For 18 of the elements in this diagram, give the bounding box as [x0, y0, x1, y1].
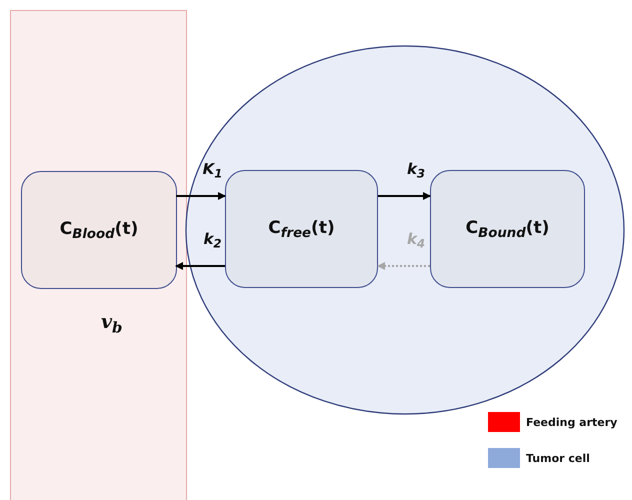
arrow — [377, 262, 430, 270]
arrow — [176, 192, 226, 200]
arrow — [175, 262, 225, 270]
legend-label: Feeding artery — [526, 416, 618, 428]
arrow — [378, 192, 431, 200]
rate-constant-label: K$_{1}$ — [202, 160, 222, 180]
volume-label: v$_{b}$ — [101, 311, 122, 336]
rate-constant-label: k$_{4}$ — [406, 230, 426, 250]
compartment-box — [21, 171, 177, 289]
feeding-artery-band — [10, 10, 187, 500]
compartment-label: C$_{Bound}$(t) — [466, 218, 550, 240]
rate-constant-label: k$_{2}$ — [203, 230, 222, 250]
compartment-box — [225, 170, 378, 288]
rate-constant-label: k$_{3}$ — [406, 160, 426, 180]
compartment-box — [430, 170, 585, 288]
compartment-label: C$_{Blood}$(t) — [60, 218, 138, 242]
compartment-label: C$_{free}$(t) — [268, 218, 335, 240]
legend-label: Tumor cell — [526, 452, 590, 464]
